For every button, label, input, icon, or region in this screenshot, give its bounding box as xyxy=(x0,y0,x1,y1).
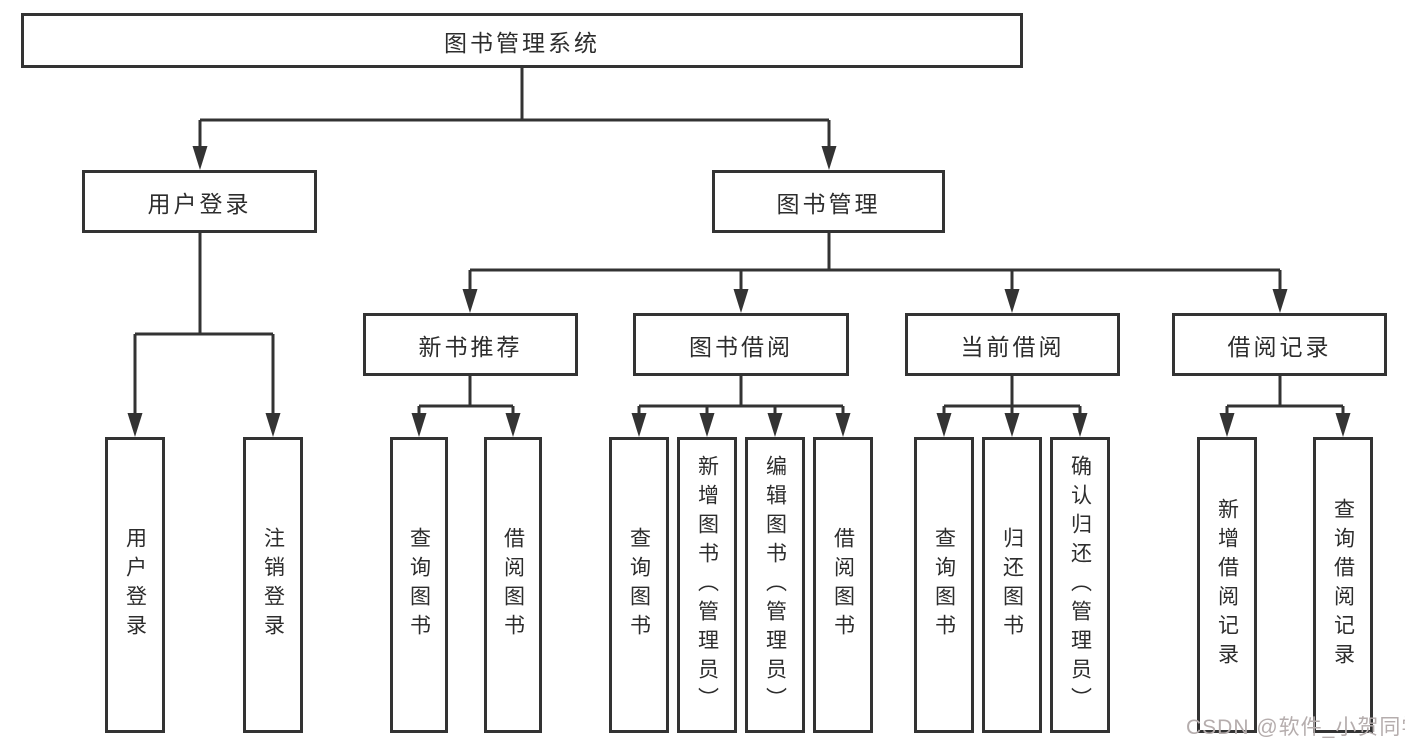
node-current-borrowing: 当前借阅 xyxy=(905,313,1120,376)
node-label: 查询图书 xyxy=(932,527,956,643)
tree-connector-lines xyxy=(133,68,1345,416)
node-label: 用户登录 xyxy=(147,190,252,217)
node-label: 确认归还（管理员） xyxy=(1068,454,1092,716)
node-system-root: 图书管理系统 xyxy=(21,13,1023,68)
node-add-books-admin: 新增图书（管理员） xyxy=(677,437,737,733)
node-book-borrowing: 图书借阅 xyxy=(633,313,849,376)
node-confirm-return-admin: 确认归还（管理员） xyxy=(1050,437,1110,733)
node-book-management: 图书管理 xyxy=(712,170,945,233)
node-borrowing-records: 借阅记录 xyxy=(1172,313,1387,376)
node-query-books-current: 查询图书 xyxy=(914,437,974,733)
node-label: 注销登录 xyxy=(261,527,285,643)
node-new-book-recommend: 新书推荐 xyxy=(363,313,578,376)
node-query-books-borrowing: 查询图书 xyxy=(609,437,669,733)
arrow-down-icons xyxy=(127,146,1351,437)
node-borrow-books-recommend: 借阅图书 xyxy=(484,437,542,733)
node-user-login: 用户登录 xyxy=(105,437,165,733)
node-label: 借阅图书 xyxy=(831,527,855,643)
node-label: 用户登录 xyxy=(123,527,147,643)
node-query-books-recommend: 查询图书 xyxy=(390,437,448,733)
node-return-books: 归还图书 xyxy=(982,437,1042,733)
node-label: 新书推荐 xyxy=(418,333,523,360)
node-edit-books-admin: 编辑图书（管理员） xyxy=(745,437,805,733)
node-label: 新增借阅记录 xyxy=(1215,498,1239,672)
node-add-borrow-record: 新增借阅记录 xyxy=(1197,437,1257,733)
node-label: 查询图书 xyxy=(627,527,651,643)
node-label: 新增图书（管理员） xyxy=(695,454,719,716)
node-user-login-group: 用户登录 xyxy=(82,170,317,233)
node-logout: 注销登录 xyxy=(243,437,303,733)
node-label: 借阅图书 xyxy=(501,527,525,643)
node-borrow-books-borrowing: 借阅图书 xyxy=(813,437,873,733)
node-label: 图书管理 xyxy=(776,190,881,217)
node-label: 归还图书 xyxy=(1000,527,1024,643)
node-label: 查询图书 xyxy=(407,527,431,643)
node-label: 编辑图书（管理员） xyxy=(763,454,787,716)
csdn-watermark: CSDN @软件_小贺同学 xyxy=(1186,716,1405,739)
node-label: 图书管理系统 xyxy=(444,29,600,56)
node-label: 查询借阅记录 xyxy=(1331,498,1355,672)
node-label: 图书借阅 xyxy=(689,333,793,360)
node-label: 借阅记录 xyxy=(1227,333,1332,360)
node-query-borrow-record: 查询借阅记录 xyxy=(1313,437,1373,733)
node-label: 当前借阅 xyxy=(960,333,1065,360)
